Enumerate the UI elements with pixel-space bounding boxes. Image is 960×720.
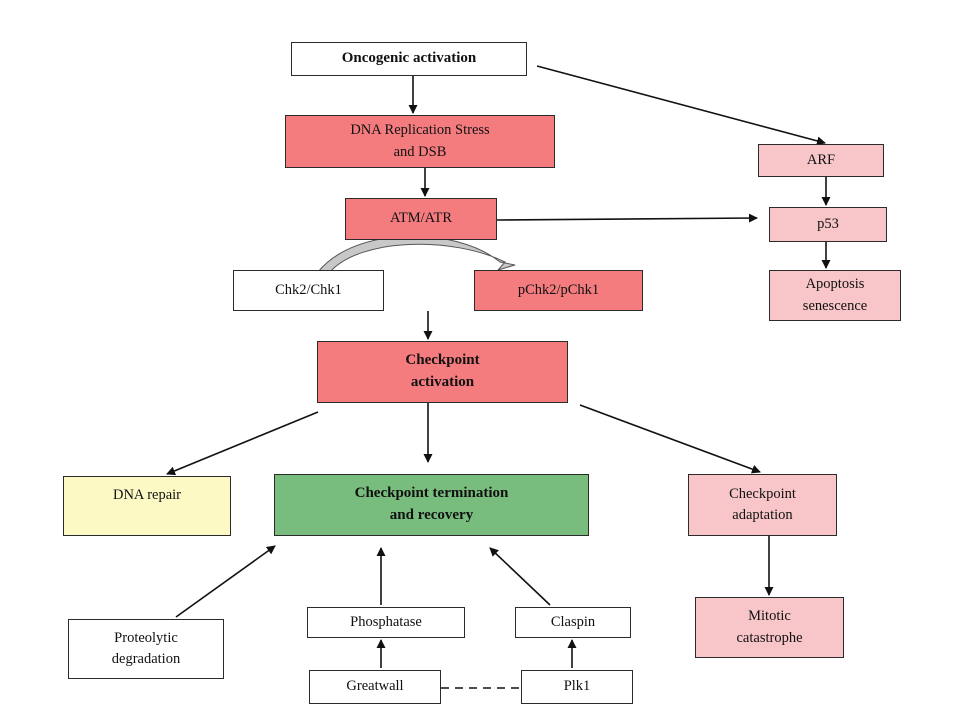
arrow-claspin-to-termination <box>489 547 551 606</box>
node-oncogenic-activation: Oncogenic activation <box>291 42 527 76</box>
node-checkpoint-activation: Checkpoint activation <box>317 341 568 403</box>
node-dna-replication-stress: DNA Replication Stress and DSB <box>285 115 555 168</box>
curved-arrow-chk-phosphorylation <box>316 235 516 273</box>
node-atm-atr: ATM/ATR <box>345 198 497 240</box>
arrow-activation-to-dna-repair <box>166 411 319 476</box>
arrow-proteolytic-to-termination <box>175 545 276 618</box>
node-apoptosis-senescence: Apoptosis senescence <box>769 270 901 321</box>
node-greatwall: Greatwall <box>309 670 441 704</box>
node-claspin: Claspin <box>515 607 631 638</box>
node-checkpoint-adaptation: Checkpoint adaptation <box>688 474 837 536</box>
arrow-atm-to-p53 <box>496 213 758 223</box>
node-dna-repair: DNA repair <box>63 476 231 536</box>
arrow-activation-to-adaptation <box>579 404 761 474</box>
arrow-oncogenic-to-arf <box>536 65 826 146</box>
node-phosphatase: Phosphatase <box>307 607 465 638</box>
node-checkpoint-termination: Checkpoint termination and recovery <box>274 474 589 536</box>
node-pchk2-pchk1: pChk2/pChk1 <box>474 270 643 311</box>
node-arf: ARF <box>758 144 884 177</box>
node-mitotic-catastrophe: Mitotic catastrophe <box>695 597 844 658</box>
node-proteolytic-degradation: Proteolytic degradation <box>68 619 224 679</box>
node-chk2-chk1: Chk2/Chk1 <box>233 270 384 311</box>
node-plk1: Plk1 <box>521 670 633 704</box>
node-p53: p53 <box>769 207 887 242</box>
